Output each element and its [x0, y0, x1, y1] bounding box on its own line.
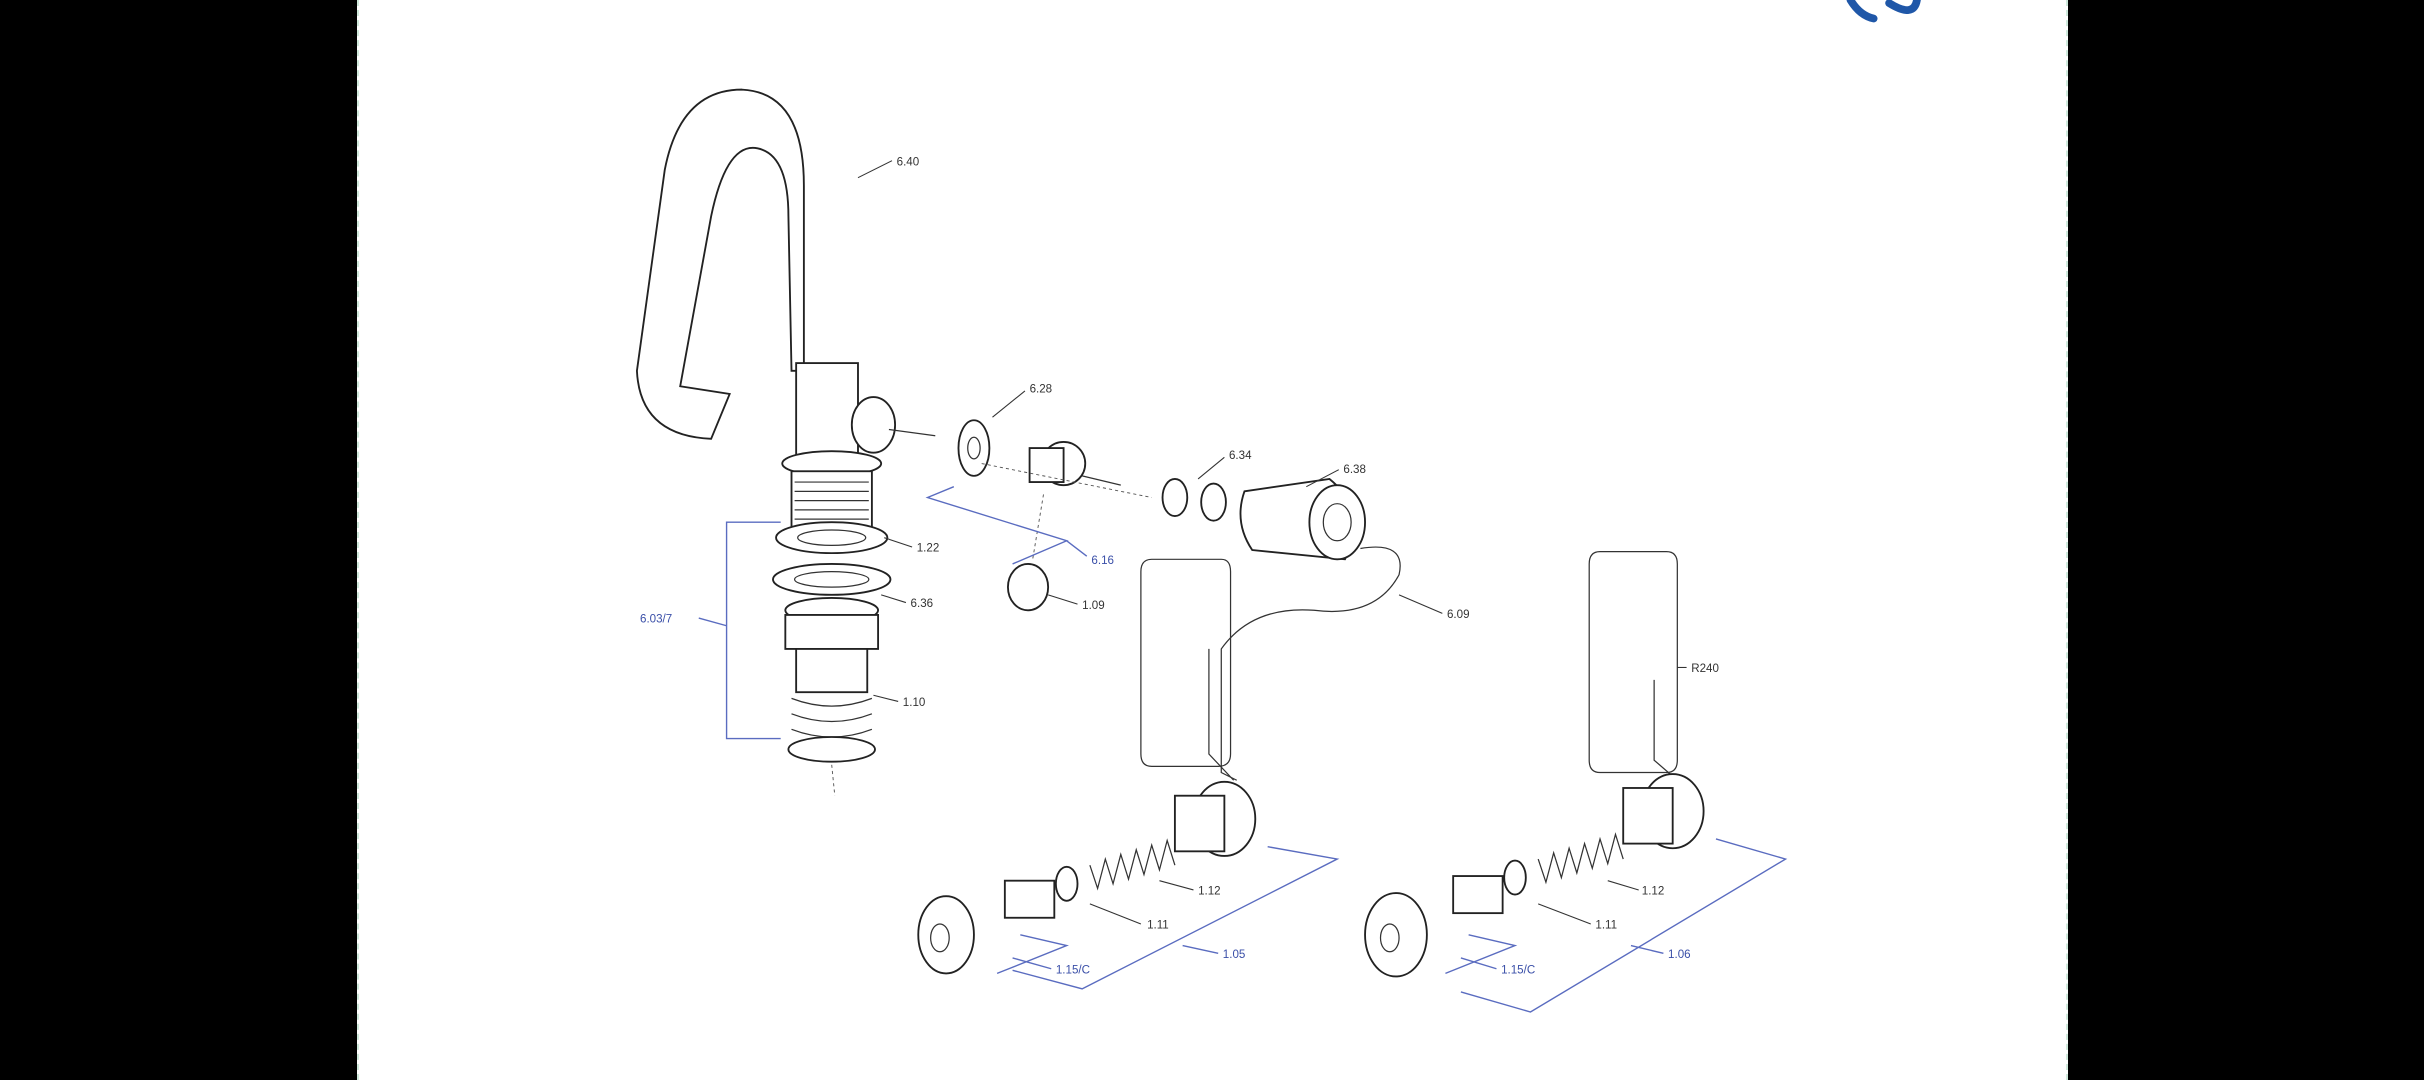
push-assembly-right	[1364, 773, 1705, 978]
callout-6-09: 6.09	[1447, 609, 1470, 621]
spout-part	[635, 88, 936, 534]
document-page	[357, 0, 2068, 1080]
callout-6-28: 6.28	[1030, 383, 1053, 395]
callout-1-12-left: 1.12	[1198, 886, 1221, 898]
callout-1-11-left: 1.11	[1147, 920, 1169, 932]
callout-1-11-right: 1.11	[1595, 920, 1617, 932]
callout-6-40: 6.40	[897, 156, 920, 168]
callout-6-36: 6.36	[911, 598, 934, 610]
kit-brackets	[698, 486, 1788, 1013]
cartridge-parts	[957, 419, 1401, 781]
body-stack-part	[772, 521, 892, 796]
callout-6-03-7: 6.03/7	[640, 614, 672, 626]
callout-1-22: 1.22	[917, 543, 940, 555]
callout-6-34: 6.34	[1229, 450, 1252, 462]
callout-r240: R240	[1691, 663, 1719, 675]
wire-frame-left	[1140, 558, 1235, 781]
callout-6-16: 6.16	[1091, 555, 1114, 567]
callout-1-15c-left: 1.15/C	[1056, 964, 1090, 976]
leader-lines	[857, 160, 1687, 925]
callout-1-05: 1.05	[1223, 949, 1246, 961]
wire-frame-right	[1588, 550, 1678, 781]
callout-1-06: 1.06	[1668, 949, 1691, 961]
callout-1-10: 1.10	[903, 697, 926, 709]
brand-logo	[1846, 0, 1921, 23]
callout-1-09: 1.09	[1082, 600, 1105, 612]
callout-1-12-right: 1.12	[1642, 886, 1665, 898]
push-assembly-left	[917, 780, 1257, 975]
callout-6-38: 6.38	[1343, 464, 1366, 476]
callout-1-15c-right: 1.15/C	[1501, 964, 1535, 976]
